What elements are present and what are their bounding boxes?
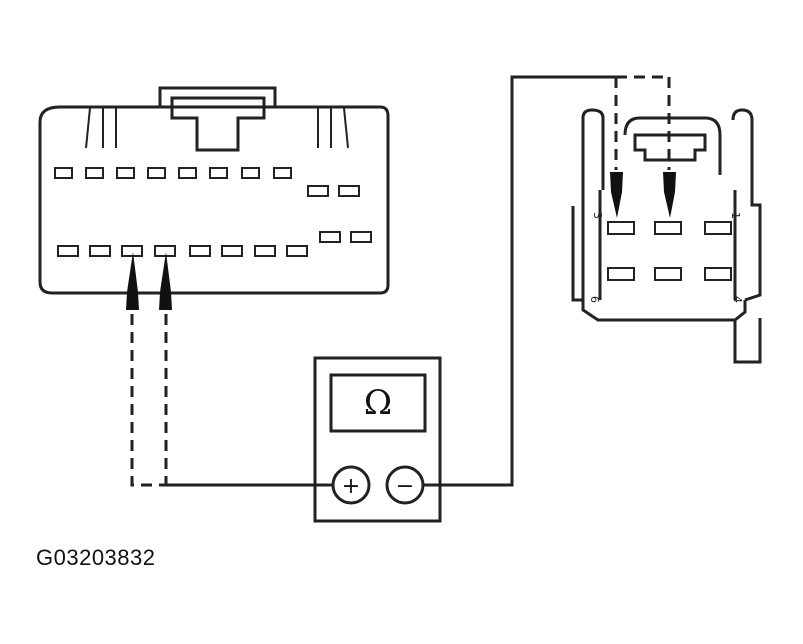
wire-negative-dashed bbox=[614, 75, 671, 170]
negative-sign: − bbox=[396, 474, 414, 499]
left-probe-1 bbox=[126, 252, 139, 310]
ohmmeter: Ω + − bbox=[313, 356, 442, 523]
figure-reference-code: G03203832 bbox=[36, 545, 156, 570]
positive-sign: + bbox=[342, 474, 360, 499]
pin-label-3: 3 bbox=[591, 212, 604, 219]
ohm-symbol: Ω bbox=[364, 383, 392, 423]
left-probe-2 bbox=[159, 252, 172, 310]
left-connector-bottom-pins bbox=[57, 231, 372, 257]
pin-label-4: 4 bbox=[731, 296, 744, 303]
wire-negative bbox=[423, 75, 616, 487]
pin-label-6: 6 bbox=[588, 296, 601, 303]
pin-label-1: 1 bbox=[729, 212, 742, 219]
right-probe-2 bbox=[663, 172, 676, 218]
positive-terminal bbox=[331, 465, 371, 505]
left-connector-top-pins bbox=[54, 167, 360, 197]
right-connector: 3 1 6 4 bbox=[571, 108, 762, 364]
left-connector bbox=[38, 86, 390, 295]
right-probe-1 bbox=[610, 172, 623, 218]
right-probes bbox=[610, 172, 676, 218]
left-probes bbox=[126, 252, 172, 487]
